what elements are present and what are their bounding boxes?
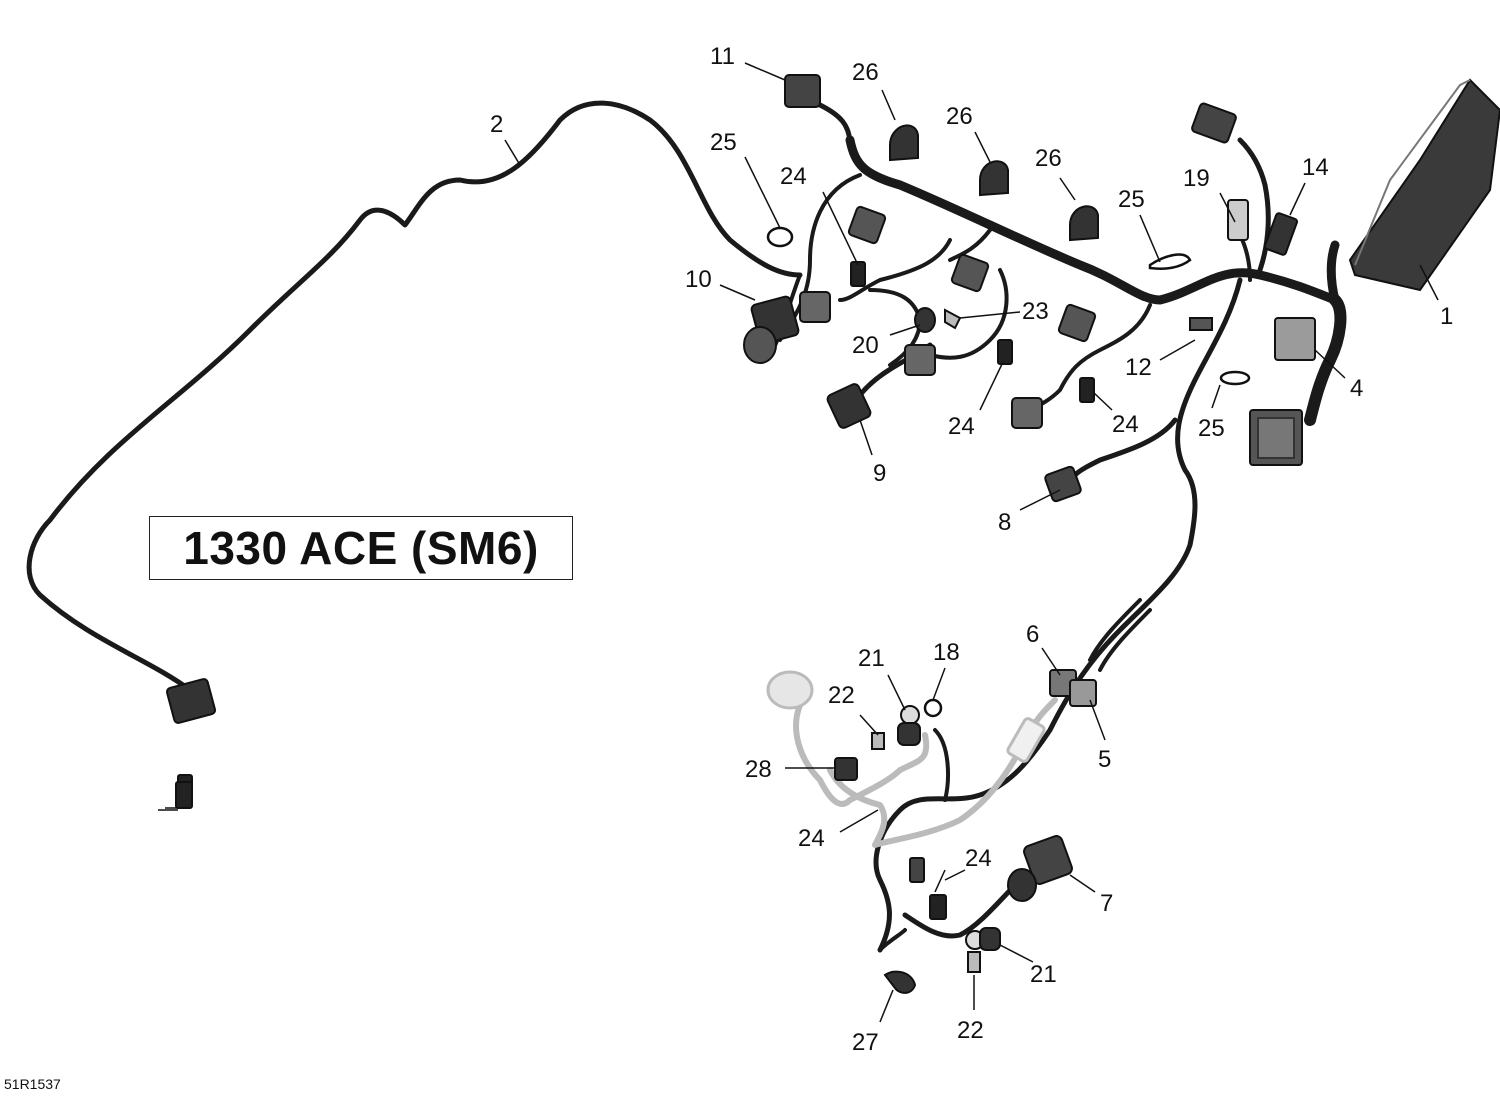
main-trunk-cable [845,135,1340,305]
clamp-26a [889,124,919,162]
callout-24e: 24 [965,845,992,872]
trunk-to-ecm-cable [1304,294,1347,426]
reference-code: 51R1537 [4,1076,61,1092]
callout-14: 14 [1302,154,1329,181]
callout-24b: 24 [948,413,975,440]
connector-11 [784,74,821,108]
callout-26b: 26 [946,103,973,130]
callout-25c: 25 [1198,415,1225,442]
screw-23 [944,308,962,330]
harness-connector-grey [1274,317,1316,361]
callout-18: 18 [933,639,960,666]
callout-21a: 21 [858,645,885,672]
clip-24b [997,339,1013,365]
ring-terminal-18 [923,698,943,718]
cable-tie-25b [1148,253,1192,270]
sensor-connector-9 [826,383,872,429]
callout-10: 10 [685,266,712,293]
callout-24a: 24 [780,163,807,190]
callout-21b: 21 [1030,961,1057,988]
callout-24c: 24 [1112,411,1139,438]
callout-26a: 26 [852,59,879,86]
long-harness-cable [26,100,803,693]
callout-27: 27 [852,1029,879,1056]
clip-24e [909,857,925,883]
callout-24d: 24 [798,825,825,852]
injector-connector-3 [1057,303,1097,343]
clamp-26b [979,160,1009,197]
callout-20: 20 [852,332,879,359]
callout-8: 8 [998,509,1011,536]
callout-4: 4 [1350,375,1363,402]
grommet-27 [883,970,917,994]
callout-25b: 25 [1118,186,1145,213]
injector-connector-2 [950,253,990,293]
connector-7 [1023,835,1073,885]
leader-lines [158,62,1439,1023]
callout-6: 6 [1026,621,1039,648]
callout-11: 11 [710,43,735,70]
trunk-upper-stub [1326,240,1340,305]
ecm-module [1348,78,1500,292]
bolt-22a [871,732,885,750]
injector-connector-1 [847,205,887,245]
callout-numbers: 1 2 4 5 6 7 8 9 10 11 12 14 18 19 20 21 … [490,43,1453,1056]
callout-5: 5 [1098,746,1111,773]
clamp-26c [1069,205,1099,242]
injector-connector-4 [1011,397,1043,429]
callout-25a: 25 [710,129,737,156]
clip-24f [929,894,947,920]
ghost-harness [766,670,1058,848]
callout-22b: 22 [957,1017,984,1044]
callout-7: 7 [1100,890,1113,917]
sensor-19 [1227,199,1249,241]
callout-2: 2 [490,111,503,138]
clamp-20 [914,307,936,333]
bolt-22b [967,951,981,973]
callout-26c: 26 [1035,145,1062,172]
connector-top-right [1191,102,1237,144]
callout-22a: 22 [828,682,855,709]
clip-24-lower-left [175,781,193,809]
callout-23: 23 [1022,298,1049,325]
diagram-title: 1330 ACE (SM6) [183,522,539,574]
components [165,74,1500,994]
clip-12 [1189,317,1213,331]
ghost-sensor-bulb [766,670,814,710]
connector-14 [1264,212,1298,256]
callout-28: 28 [745,756,772,783]
clip-24a [850,261,866,287]
cable-tie-25c [1219,370,1251,386]
callout-1: 1 [1440,303,1453,330]
callout-9: 9 [873,460,886,487]
callout-19: 19 [1183,165,1210,192]
clip-28 [834,757,858,781]
connector-5 [1069,679,1097,707]
diagram-title-box: 1330 ACE (SM6) [149,516,573,580]
connector-2-end [165,678,217,724]
callout-12: 12 [1125,354,1152,381]
cable-tie-25a [766,226,794,248]
clip-24c [1079,377,1095,403]
